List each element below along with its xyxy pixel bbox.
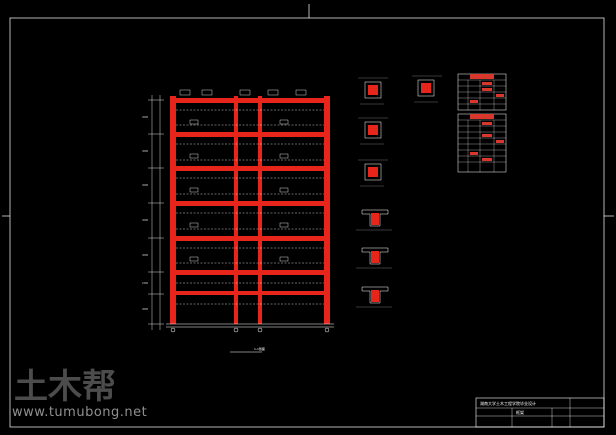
beam-rebar-lines: [176, 109, 324, 305]
section-detail-6: [356, 286, 392, 308]
watermark-logo: 土木帮: [14, 367, 116, 407]
svg-text:3600: 3600: [142, 115, 149, 119]
beam-annotation-tags: [179, 89, 307, 262]
svg-text:3600: 3600: [142, 183, 149, 187]
rebar-schedule-table-2: [457, 113, 507, 173]
svg-text:3600: 3600: [142, 253, 149, 257]
title-block-sheet-name: 框架: [516, 409, 524, 415]
left-dimension-texts: 3600 3600 3600 3600 3600 2200 3000: [142, 115, 149, 311]
watermark-logo-text: 土木帮: [14, 367, 116, 407]
section-caption: 1-1剖面: [254, 346, 265, 351]
column-section-details: [356, 75, 442, 308]
watermark-url: www.tumubong.net: [12, 405, 148, 420]
frame-columns: [170, 96, 330, 324]
title-block: 湖南大学土木工程学院毕业设计 框架: [475, 397, 605, 428]
section-detail-4: [356, 209, 392, 231]
svg-text:3600: 3600: [142, 149, 149, 153]
section-detail-5: [356, 247, 392, 269]
svg-text:3000: 3000: [142, 307, 149, 311]
rebar-schedule-table-1: [457, 73, 507, 111]
svg-text:3600: 3600: [142, 218, 149, 222]
svg-text:2200: 2200: [142, 281, 149, 285]
section-detail-2: [358, 117, 388, 145]
section-detail-3: [358, 159, 388, 187]
ground-line: [166, 323, 334, 333]
left-dimension-chain: [148, 95, 164, 330]
title-block-school: 湖南大学土木工程学院毕业设计: [480, 400, 536, 406]
sheet-border: [2, 4, 614, 428]
frame-elevation: 3600 3600 3600 3600 3600 2200 3000: [142, 89, 334, 353]
section-detail-1: [358, 77, 388, 105]
floor-beams: [170, 98, 330, 295]
section-detail-7: [412, 75, 442, 103]
